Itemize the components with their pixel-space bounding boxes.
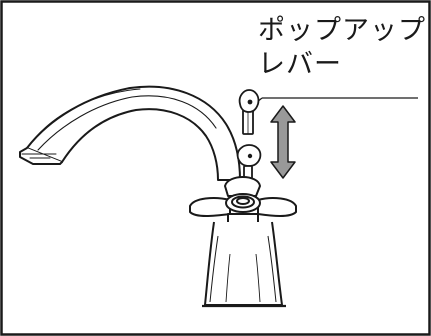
up-down-arrow-icon (270, 105, 296, 179)
popup-lever (236, 89, 262, 187)
faucet-body (202, 221, 286, 308)
popup-lever-label: ポップアップ レバー (258, 14, 426, 82)
label-line-1: ポップアップ (258, 15, 426, 46)
label-line-2: レバー (258, 49, 342, 80)
faucet-spout (19, 85, 241, 181)
